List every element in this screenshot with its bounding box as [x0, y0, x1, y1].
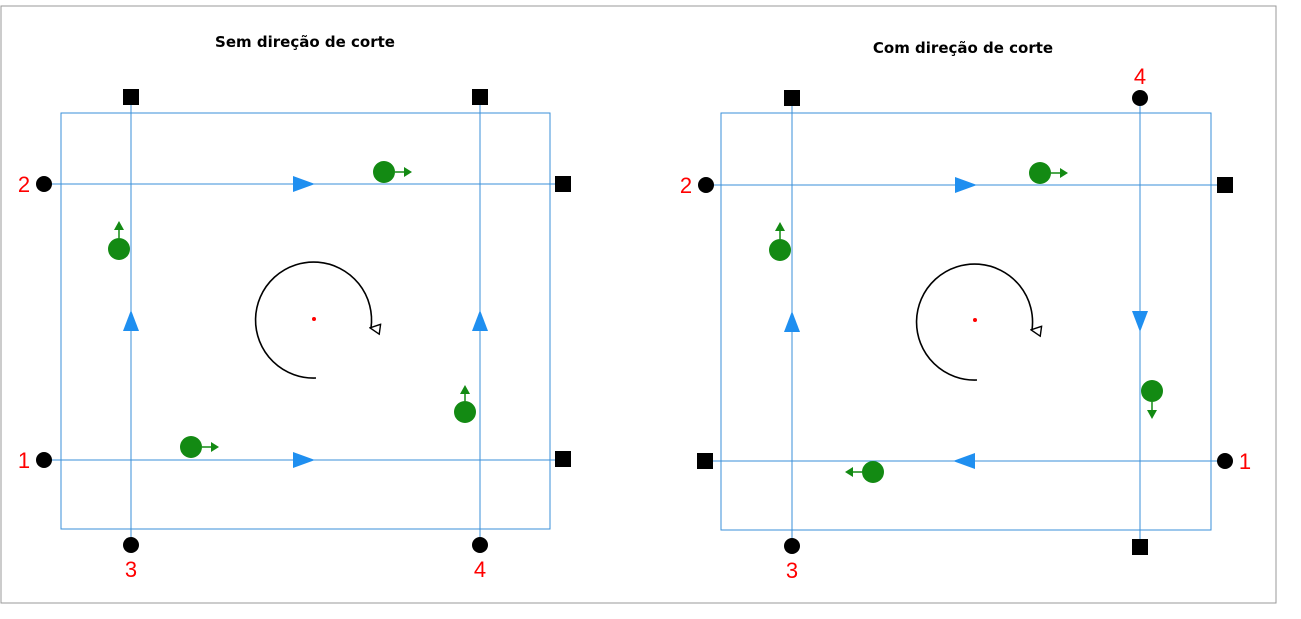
start-point-marker: [36, 176, 52, 192]
tool-indicator: [1141, 380, 1163, 419]
start-point-marker: [36, 452, 52, 468]
end-point-marker: [555, 176, 571, 192]
panel-sem-direcao: Sem direção de corte 2 1 3 4: [18, 33, 571, 582]
rotation-center-dot: [312, 317, 316, 321]
end-point-marker: [472, 89, 488, 105]
panel-com-direcao: Com direção de corte 2 1 3 4: [680, 39, 1251, 583]
direction-arrow-up: [123, 310, 139, 331]
tool-indicator: [845, 461, 884, 483]
tool-indicator: [769, 222, 791, 261]
end-point-marker: [1217, 177, 1233, 193]
direction-arrow-up: [784, 311, 800, 332]
tool-indicator: [454, 385, 476, 423]
direction-arrow-down: [1132, 311, 1148, 332]
direction-arrow-right: [955, 177, 977, 193]
start-point-marker: [1217, 453, 1233, 469]
direction-arrow-up: [472, 310, 488, 331]
rotation-arrow: [254, 261, 372, 379]
tool-indicator: [108, 221, 130, 260]
start-point-marker: [784, 538, 800, 554]
end-point-marker: [555, 451, 571, 467]
end-point-marker: [784, 90, 800, 106]
workpiece-outline: [60, 112, 551, 530]
direction-arrow-left: [953, 453, 975, 469]
path-label-2: 2: [18, 172, 30, 197]
end-point-marker: [1132, 539, 1148, 555]
panel-title: Sem direção de corte: [215, 33, 395, 51]
rotation-center-dot: [973, 318, 977, 322]
panel-title: Com direção de corte: [873, 39, 1053, 57]
workpiece-outline: [720, 112, 1212, 531]
start-point-marker: [698, 177, 714, 193]
path-label-4: 4: [474, 557, 486, 582]
start-point-marker: [123, 537, 139, 553]
tool-indicator: [1029, 162, 1068, 184]
end-point-marker: [697, 453, 713, 469]
start-point-marker: [1132, 90, 1148, 106]
tool-indicator: [180, 436, 219, 458]
path-label-2: 2: [680, 173, 692, 198]
start-point-marker: [472, 537, 488, 553]
path-label-3: 3: [125, 557, 137, 582]
path-label-4: 4: [1134, 64, 1146, 89]
direction-arrow-right: [293, 176, 315, 192]
figure-frame: [0, 5, 1277, 604]
direction-arrow-right: [293, 452, 315, 468]
end-point-marker: [123, 89, 139, 105]
path-label-1: 1: [18, 448, 30, 473]
tool-indicator: [373, 161, 412, 183]
path-label-3: 3: [786, 558, 798, 583]
rotation-arrow: [915, 263, 1033, 381]
path-label-1: 1: [1239, 449, 1251, 474]
